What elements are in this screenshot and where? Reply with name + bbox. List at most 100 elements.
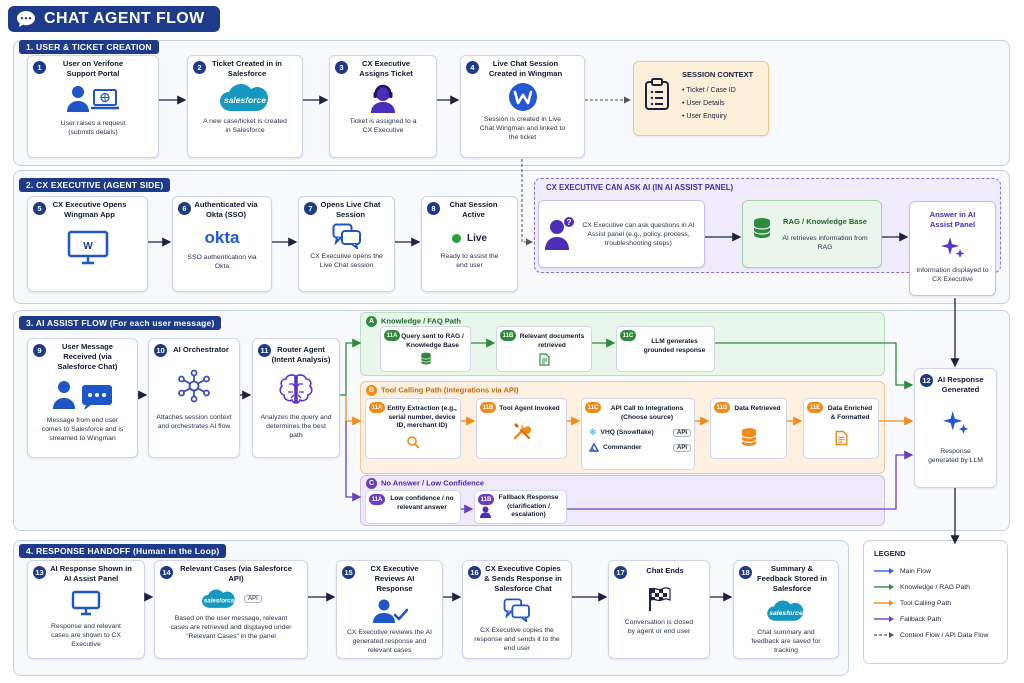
step-text: Data Enriched & Formatted xyxy=(827,405,873,421)
step-text: Fallback Response (clarification / escal… xyxy=(498,494,559,519)
step-title: Chat Session Active xyxy=(449,200,498,219)
path-b-step-entity-extraction: 11A Entity Extraction (e.g., serial numb… xyxy=(365,398,461,459)
context-item: • Ticket / Case ID xyxy=(682,87,736,94)
chat-bubble-icon xyxy=(16,10,36,28)
answer-title: Answer in AI Assist Panel xyxy=(929,210,976,229)
rag-desc: AI retrieves information from RAG xyxy=(782,234,868,251)
commander-icon xyxy=(589,443,599,452)
step-number: 13 xyxy=(33,566,46,579)
path-b-step-data-enriched: 11E Data Enriched & Formatted xyxy=(803,398,879,459)
checkered-flag-icon xyxy=(646,582,672,616)
section-2-title: 2. CX EXECUTIVE (AGENT SIDE) xyxy=(19,178,171,192)
step-title: AI Response Generated xyxy=(937,375,984,394)
step-number: 12 xyxy=(920,374,933,387)
document-icon xyxy=(834,428,848,448)
path-c-step-fallback: 11B Fallback Response (clarification / e… xyxy=(474,490,567,524)
step-number: 11 xyxy=(258,344,271,357)
step-number: 11A xyxy=(369,494,385,505)
step-number: 5 xyxy=(33,202,46,215)
step-desc: CX Executive reviews the AI generated re… xyxy=(347,629,432,654)
legend-label: Tool Calling Path xyxy=(900,599,952,607)
session-context-card: SESSION CONTEXT • Ticket / Case ID • Use… xyxy=(633,61,769,136)
live-dot-icon xyxy=(451,233,461,243)
step-number: 11A xyxy=(369,402,385,413)
context-item: • User Enquiry xyxy=(682,113,727,120)
step-7-card: 7 Opens Live Chat Session CX Executive o… xyxy=(298,196,395,292)
legend-title: LEGEND xyxy=(874,549,906,558)
step-number: 8 xyxy=(427,202,440,215)
step-title: User Message Received (via Salesforce Ch… xyxy=(57,342,118,371)
step-16-card: 16 CX Executive Copies & Sends Response … xyxy=(462,560,572,659)
sparkle-icon xyxy=(940,233,966,263)
step-desc: Conversation is closed by agent or end u… xyxy=(624,619,694,635)
legend-label: Main Flow xyxy=(900,567,931,575)
live-status-label: Live xyxy=(466,232,487,244)
step-number: 11B xyxy=(480,402,496,413)
path-b-step-tool-agent: 11B Tool Agent Invoked xyxy=(476,398,567,459)
api-tag: API xyxy=(672,443,691,452)
step-number: 11C xyxy=(585,402,601,413)
step-8-card: 8 Chat Session Active Live Ready to assi… xyxy=(421,196,518,292)
step-1-card: 1 User on Verifone Support Portal User r… xyxy=(27,55,159,158)
orchestrator-hub-icon xyxy=(177,363,211,409)
step-desc: Based on the user message, relevant case… xyxy=(170,615,292,640)
step-number: 1 xyxy=(33,61,46,74)
step-desc: CX Executive copies the response and sen… xyxy=(474,627,560,652)
step-desc: Ticket is assigned to a CX Executive xyxy=(349,118,417,134)
legend-item-rag-path: Knowledge / RAG Path xyxy=(874,579,997,595)
step-number: 9 xyxy=(33,344,46,357)
step-title: CX Executive Reviews AI Response xyxy=(370,564,419,593)
step-12-card: 12 AI Response Generated Response genera… xyxy=(914,368,997,488)
database-icon xyxy=(420,351,432,365)
section-4-title: 4. RESPONSE HANDOFF (Human in the Loop) xyxy=(19,544,227,558)
step-6-card: 6 Authenticated via Okta (SSO) okta SSO … xyxy=(172,196,272,292)
source-name: VHQ (Snowflake) xyxy=(600,429,654,436)
user-check-icon xyxy=(372,597,408,625)
step-number: 3 xyxy=(335,61,348,74)
step-text: Relevant documents retrieved xyxy=(519,333,585,349)
step-number: 17 xyxy=(614,566,627,579)
salesforce-cloud-icon: salesforce xyxy=(217,80,273,116)
step-desc: Ready to assist the end user xyxy=(440,253,499,269)
page-title: CHAT AGENT FLOW xyxy=(44,10,205,27)
step-desc: Session is created in Live Chat Wingman … xyxy=(479,116,566,141)
chat-bubbles-icon xyxy=(332,221,362,251)
step-number: 11E xyxy=(807,402,823,413)
step-title: CX Executive Assigns Ticket xyxy=(359,59,413,78)
okta-logo: okta xyxy=(204,228,240,247)
section-1-title: 1. USER & TICKET CREATION xyxy=(19,40,159,54)
step-number: 10 xyxy=(154,344,167,357)
user-laptop-icon xyxy=(64,81,122,117)
salesforce-cloud-icon: salesforce xyxy=(202,589,235,608)
ai-panel-title: CX EXECUTIVE CAN ASK AI (IN AI ASSIST PA… xyxy=(546,183,734,192)
section-3-title: 3. AI ASSIST FLOW (For each user message… xyxy=(19,316,222,330)
step-desc: A new case/ticket is created in Salesfor… xyxy=(203,118,287,134)
step-11-card: 11 Router Agent (Intent Analysis) Analyz… xyxy=(252,338,340,458)
path-b-label: Tool Calling Path (Integrations via API) xyxy=(381,385,519,395)
step-desc: Chat summary and feedback are saved for … xyxy=(751,629,821,654)
live-status-indicator: Live xyxy=(451,224,487,252)
monitor-icon xyxy=(71,587,101,619)
step-desc: Response generated by LLM xyxy=(928,448,983,464)
legend-label: Context Flow / API Data Flow xyxy=(900,631,989,639)
integration-source-commander[interactable]: Commander API xyxy=(585,443,691,452)
chat-bubbles-icon xyxy=(503,596,531,624)
rag-knowledge-base-card: RAG / Knowledge Base AI retrieves inform… xyxy=(742,200,882,268)
integration-source-vhq[interactable]: ❄ VHQ (Snowflake) API xyxy=(585,427,691,438)
step-number: 14 xyxy=(160,566,173,579)
salesforce-cloud-icon: salesforce xyxy=(765,597,807,625)
legend-item-tool-calling: Tool Calling Path xyxy=(874,595,997,611)
step-number: 4 xyxy=(466,61,479,74)
path-a-step-llm: 11C LLM generates grounded response xyxy=(616,326,715,372)
step-number: 16 xyxy=(468,566,481,579)
step-title: Chat Ends xyxy=(646,566,684,575)
path-a-badge: A xyxy=(366,316,377,327)
sparkle-icon xyxy=(942,403,970,443)
step-number: 11C xyxy=(620,330,636,341)
step-title: Authenticated via Okta (SSO) xyxy=(194,200,258,219)
database-icon xyxy=(740,424,757,450)
path-a-label: Knowledge / FAQ Path xyxy=(381,316,462,326)
step-number: 7 xyxy=(304,202,317,215)
